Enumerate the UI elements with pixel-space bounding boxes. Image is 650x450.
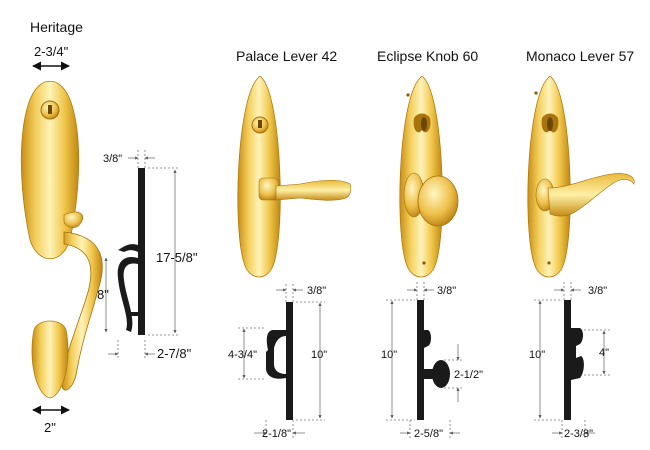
heritage-handle-label: 8" (97, 287, 109, 302)
heritage-bottom-plate (31, 320, 69, 399)
palace-key-slot (258, 120, 262, 128)
eclipse-depth-label: 2-5/8" (414, 428, 443, 440)
eclipse-knob-image (399, 76, 459, 278)
palace-lever-handle (275, 179, 352, 201)
eclipse-profile-plate (417, 300, 424, 420)
monaco-projection-label: 3/8" (588, 285, 607, 297)
monaco-plate (527, 76, 571, 278)
heritage-profile-plate (138, 168, 145, 335)
title-heritage: Heritage (30, 19, 83, 35)
heritage-top-width-label: 2-3/4" (34, 44, 69, 59)
eclipse-screw-top (406, 93, 410, 97)
palace-height-label: 10" (311, 349, 327, 361)
monaco-height-label: 10" (529, 349, 545, 361)
heritage-handle-grip (61, 231, 103, 391)
palace-depth-label: 2-1/8" (262, 428, 291, 440)
heritage-side-profile: 3/8" 17-5/8" 8" 2-7/8" (97, 150, 198, 361)
palace-side-profile: 3/8" 10" 4-3/4" 2-1/8" (228, 284, 327, 440)
eclipse-knob-label: 2-1/2" (454, 369, 483, 381)
eclipse-profile-neck (424, 369, 436, 379)
heritage-thumb-piece (63, 211, 84, 228)
palace-profile-lever (266, 330, 286, 379)
eclipse-knob (417, 175, 459, 227)
monaco-turn-slot (547, 117, 553, 131)
eclipse-height-label: 10" (381, 349, 397, 361)
eclipse-projection-label: 3/8" (437, 285, 456, 297)
palace-profile-plate (286, 302, 293, 420)
palace-lever-label: 4-3/4" (228, 349, 257, 361)
monaco-profile-lever (571, 328, 583, 360)
heritage-key-slot (48, 105, 52, 114)
heritage-depth-label: 2-7/8" (157, 346, 192, 361)
heritage-profile-mount (130, 312, 138, 316)
monaco-profile-plate (564, 300, 571, 420)
monaco-screw-bottom (547, 261, 551, 265)
heritage-profile-thumb (118, 244, 138, 252)
palace-lever-image (237, 76, 352, 278)
palace-plate (237, 76, 281, 278)
monaco-side-profile: 3/8" 10" 4" 2-3/8" (529, 282, 610, 440)
monaco-lever-image (527, 76, 635, 278)
heritage-projection-label: 3/8" (103, 153, 122, 165)
monaco-depth-label: 2-3/8" (564, 428, 593, 440)
eclipse-turn-slot (421, 117, 427, 131)
palace-projection-label: 3/8" (307, 285, 326, 297)
monaco-profile-grip (571, 356, 584, 380)
title-palace: Palace Lever 42 (236, 48, 337, 64)
eclipse-profile-turn (417, 330, 431, 350)
monaco-lever-handle (547, 173, 635, 217)
heritage-height-label: 17-5/8" (156, 250, 198, 265)
title-eclipse: Eclipse Knob 60 (377, 48, 478, 64)
heritage-handleset-image: 2-3/4" 2" (20, 44, 103, 435)
monaco-lever-label: 4" (599, 347, 609, 359)
heritage-profile-grip (117, 256, 138, 332)
eclipse-screw-bottom (422, 261, 426, 265)
eclipse-plate (399, 76, 443, 278)
title-monaco: Monaco Lever 57 (526, 48, 634, 64)
eclipse-profile-knob (432, 360, 450, 388)
eclipse-side-profile: 3/8" 10" 2-1/2" 2-5/8" (381, 282, 483, 440)
heritage-bottom-width-label: 2" (44, 420, 56, 435)
monaco-screw-top (534, 91, 538, 95)
